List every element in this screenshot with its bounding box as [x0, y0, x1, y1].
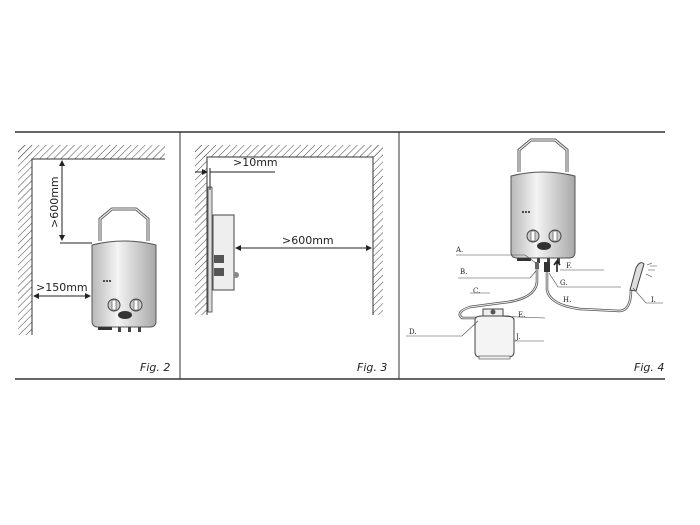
gas-bottle — [474, 308, 515, 360]
clearance-wall-label: >10mm — [233, 156, 278, 169]
clearance-side-label: >150mm — [36, 281, 88, 294]
label-j: J. — [515, 333, 521, 341]
fig-4-caption: Fig. 4 — [634, 361, 664, 374]
fig-3-caption: Fig. 3 — [357, 361, 387, 374]
label-b: B. — [460, 268, 467, 276]
clearance-top-label: >600mm — [48, 176, 61, 228]
label-c: C. — [473, 287, 480, 295]
label-i: I. — [651, 296, 656, 304]
label-g: G. — [560, 279, 568, 287]
fig-3-side-clearance: >10mm >600mm Fig. 3 — [195, 145, 387, 374]
fig-4-connection: A. B. C. D. E. F. G. H. I. J. Fig. 4 — [406, 138, 664, 374]
mounting-plate — [207, 186, 213, 313]
label-e: E. — [518, 311, 525, 319]
figure-frame — [15, 131, 665, 380]
fig-2-caption: Fig. 2 — [140, 361, 170, 374]
shower-head-icon — [629, 262, 645, 292]
water-heater-side — [212, 214, 235, 291]
fig-2-front-clearance: >600mm >150mm Fig. 2 — [18, 145, 170, 374]
label-f: F. — [566, 262, 572, 270]
label-h: H. — [563, 296, 571, 304]
water-inlet-arrow-icon — [553, 259, 561, 272]
label-a: A. — [455, 246, 463, 254]
water-heater-front — [90, 207, 158, 334]
label-d: D. — [409, 328, 417, 336]
clearance-front-label: >600mm — [282, 234, 334, 247]
water-heater-connected — [509, 138, 577, 265]
